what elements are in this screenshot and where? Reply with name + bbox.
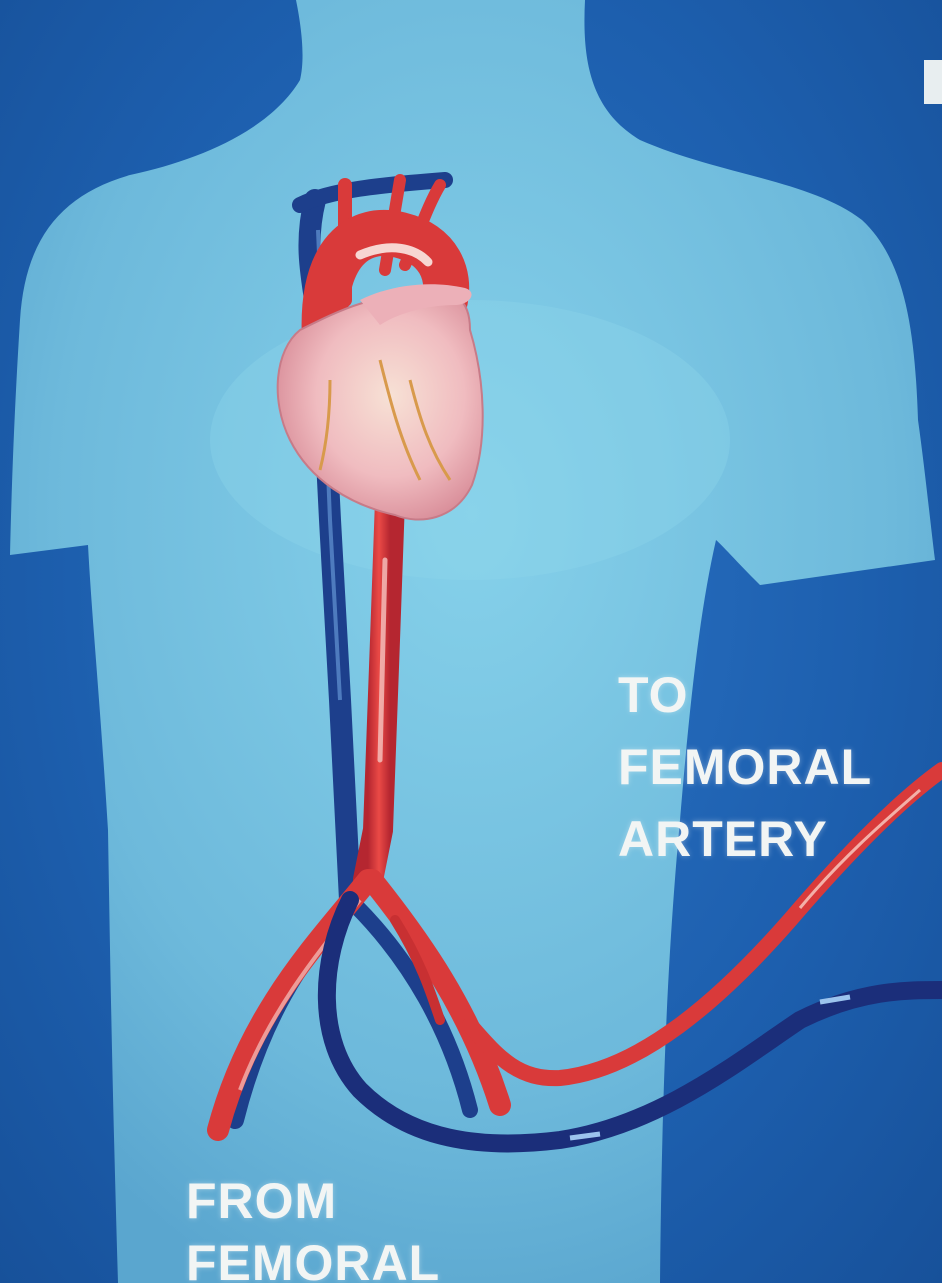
label-line: FEMORAL xyxy=(186,1238,440,1283)
label-line: FROM xyxy=(186,1176,440,1226)
label-line: ARTERY xyxy=(618,814,872,864)
label-line: FEMORAL xyxy=(618,742,872,792)
label-line: TO xyxy=(618,670,872,720)
to-femoral-artery-label: TO FEMORAL ARTERY xyxy=(618,670,872,886)
from-femoral-label: FROM FEMORAL xyxy=(186,1176,440,1283)
cropped-letter-fragment xyxy=(924,60,942,104)
